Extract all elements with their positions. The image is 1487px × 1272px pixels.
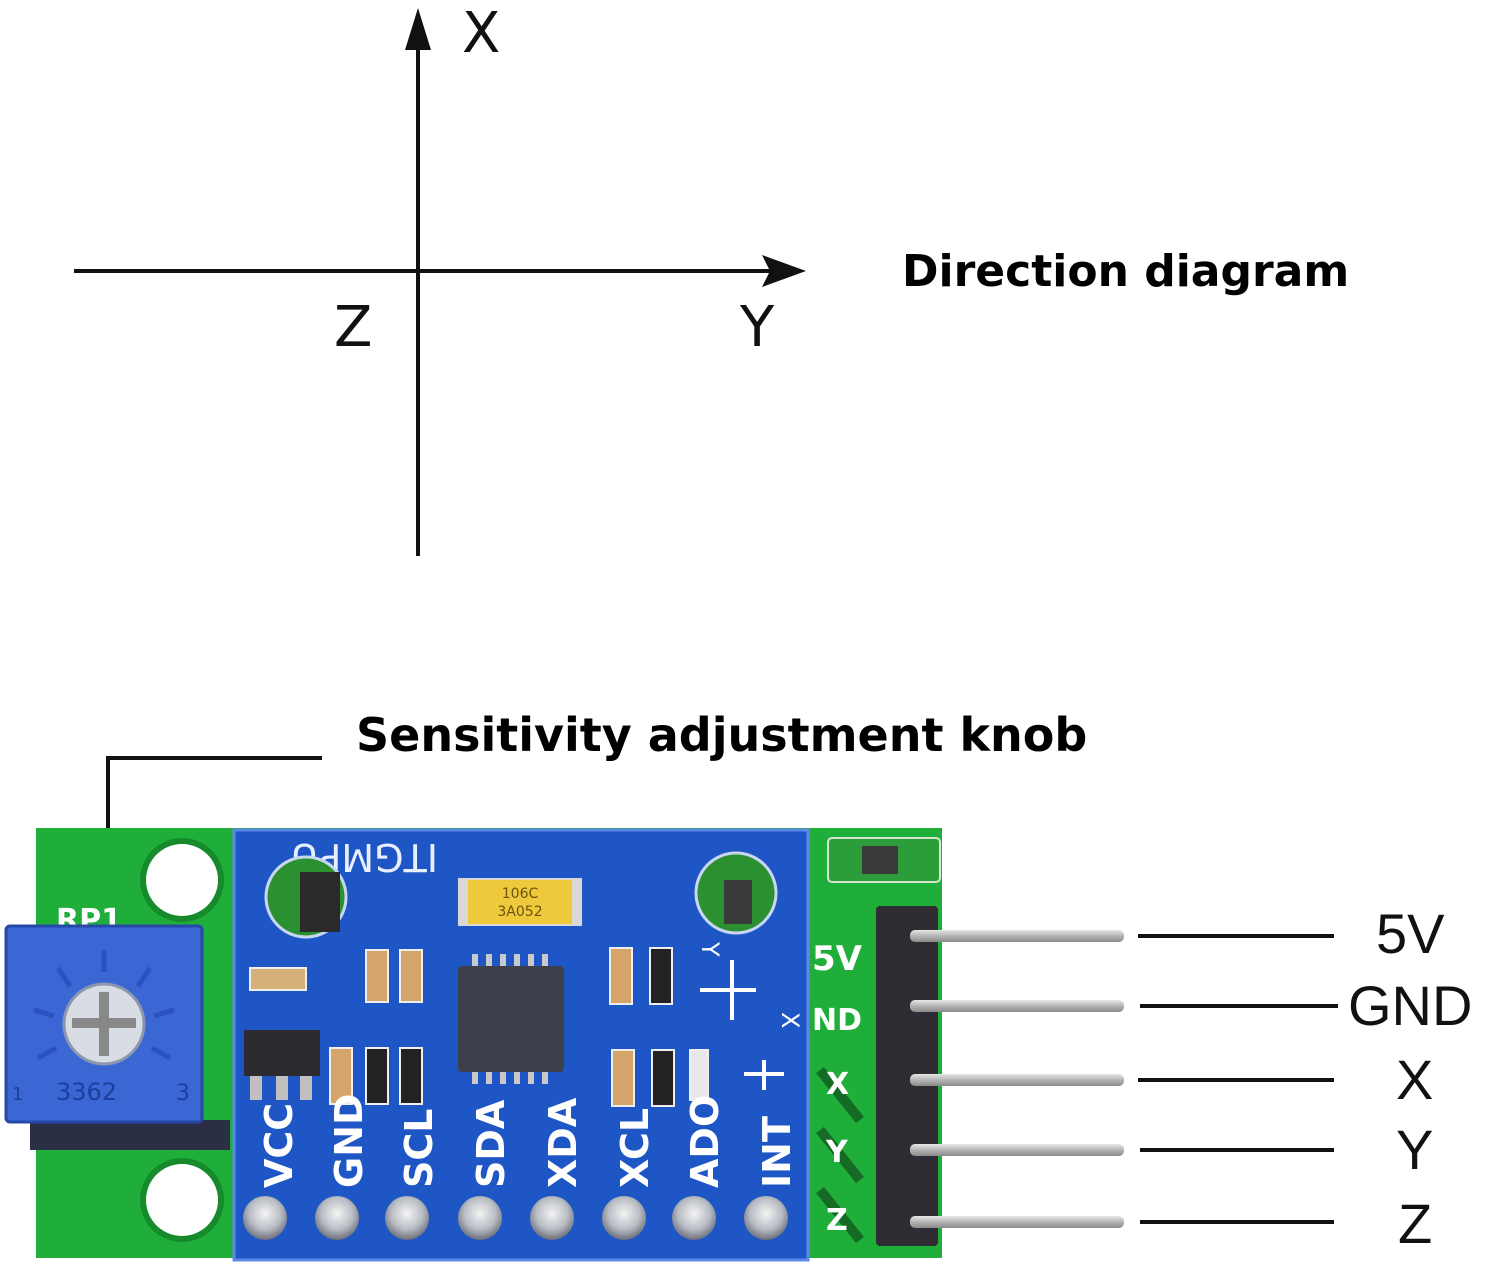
pad-sda bbox=[458, 1196, 502, 1240]
bottom-pin-label-vcc: VCC bbox=[257, 1103, 301, 1188]
bottom-pin-label-sda: SDA bbox=[469, 1099, 513, 1188]
smd-capacitor bbox=[365, 949, 389, 1003]
pot-pin-left: 1 bbox=[12, 1084, 23, 1105]
pin-header bbox=[876, 906, 938, 1246]
bottom-pin-labels: VCC GND SCL SDA XDA XCL ADO INT bbox=[257, 1093, 799, 1188]
bottom-pin-label-xcl: XCL bbox=[613, 1108, 657, 1188]
pad-int bbox=[744, 1196, 788, 1240]
smd-capacitor bbox=[609, 947, 633, 1005]
pad-scl bbox=[385, 1196, 429, 1240]
header-pin-z bbox=[910, 1216, 1124, 1228]
pad-xcl bbox=[602, 1196, 646, 1240]
side-pin-label-z: Z bbox=[826, 1203, 848, 1238]
bottom-pin-label-int: INT bbox=[755, 1116, 799, 1188]
side-pin-label-y: Y bbox=[825, 1135, 849, 1170]
sensitivity-knob-title: Sensitivity adjustment knob bbox=[356, 708, 1088, 762]
diode bbox=[862, 846, 898, 874]
direction-diagram-title: Direction diagram bbox=[902, 246, 1350, 297]
output-pin-label-y: Y bbox=[1396, 1118, 1434, 1181]
pad-ado bbox=[672, 1196, 716, 1240]
smd-resistor bbox=[365, 1047, 389, 1105]
header-pin-x bbox=[910, 1074, 1124, 1086]
smd-capacitor bbox=[329, 1047, 353, 1105]
y-axis-arrowhead bbox=[762, 255, 806, 287]
output-pin-label-gnd: GND bbox=[1348, 974, 1473, 1037]
cap-marking-2: 3A052 bbox=[497, 904, 542, 920]
pot-dial-ticks bbox=[33, 950, 175, 1061]
main-ic bbox=[458, 966, 564, 1072]
mounting-hole-bottom bbox=[146, 1164, 218, 1236]
pin-leader-lines bbox=[1138, 934, 1338, 1224]
pad-xda bbox=[530, 1196, 574, 1240]
header-pins bbox=[910, 930, 1124, 1228]
smd-resistor bbox=[399, 1047, 423, 1105]
side-pin-label-5v: 5V bbox=[812, 939, 863, 979]
header-pin-y bbox=[910, 1144, 1124, 1156]
smd-resistor bbox=[649, 947, 673, 1005]
mounting-hole-top bbox=[146, 844, 218, 916]
bottom-pin-label-scl: SCL bbox=[397, 1109, 441, 1188]
side-pin-label-x: X bbox=[826, 1067, 849, 1102]
pad-vcc bbox=[243, 1196, 287, 1240]
voltage-regulator bbox=[244, 1030, 320, 1076]
bottom-pin-label-gnd: GND bbox=[327, 1093, 371, 1188]
bottom-pin-label-ado: ADO bbox=[683, 1095, 727, 1188]
y-axis-label: Y bbox=[740, 295, 775, 360]
smd-resistor bbox=[651, 1049, 675, 1107]
x-axis-label: X bbox=[462, 1, 501, 66]
x-axis-arrowhead bbox=[405, 8, 431, 50]
solder-pads bbox=[243, 1196, 788, 1240]
pad-gnd bbox=[315, 1196, 359, 1240]
board-axis-x: X bbox=[776, 1012, 804, 1028]
smd-capacitor bbox=[249, 967, 307, 991]
smd-capacitor bbox=[611, 1049, 635, 1107]
output-pin-label-5v: 5V bbox=[1376, 902, 1445, 965]
bottom-pin-label-xda: XDA bbox=[541, 1097, 585, 1188]
board-axis-y: Y bbox=[696, 941, 724, 957]
side-pin-label-gnd: ND bbox=[812, 1003, 862, 1038]
tantalum-capacitor bbox=[468, 880, 572, 924]
output-pin-label-z: Z bbox=[1398, 1192, 1433, 1255]
output-pin-label-x: X bbox=[1396, 1048, 1434, 1111]
pot-model: 3362 bbox=[56, 1078, 117, 1106]
z-axis-label: Z bbox=[334, 295, 373, 360]
direction-diagram bbox=[74, 8, 806, 556]
pot-pin-right: 3 bbox=[176, 1081, 190, 1106]
header-pin-gnd bbox=[910, 1000, 1124, 1012]
header-pin-5v bbox=[910, 930, 1124, 942]
board-axis-marks bbox=[700, 960, 784, 1090]
cap-marking-1: 106C bbox=[502, 886, 539, 902]
smd-led bbox=[689, 1049, 709, 1101]
smd-capacitor bbox=[399, 949, 423, 1003]
